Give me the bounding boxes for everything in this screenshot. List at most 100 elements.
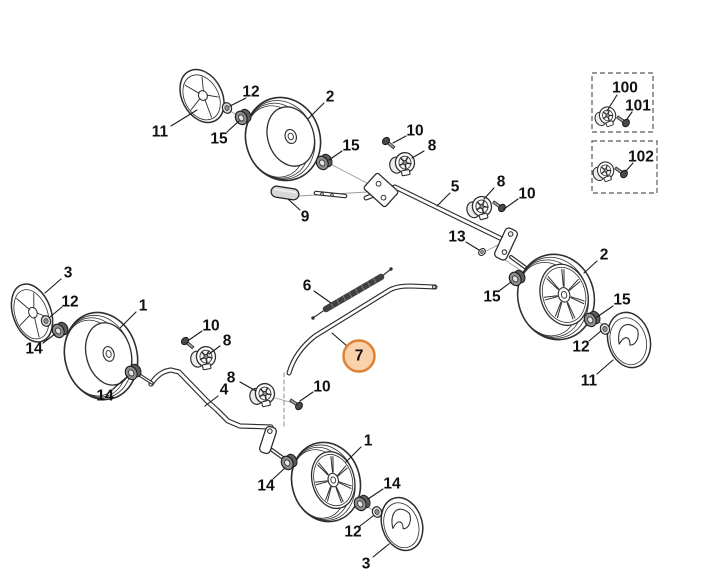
label-14-front-bottom-outer[interactable]: 14 [383,476,401,493]
bracket-slot [258,394,264,398]
cap-spoke [16,298,31,311]
label-15-rear-right-inner[interactable]: 15 [483,289,501,306]
leader-line [625,162,634,172]
label-14-front-left-outer[interactable]: 14 [25,341,43,358]
label-11-rear-right[interactable]: 11 [581,373,598,390]
label-7[interactable]: 7 [355,348,364,365]
spoke [326,486,332,502]
axle-4 [148,367,274,430]
label-12-rear-right[interactable]: 12 [572,339,589,356]
label-4[interactable]: 4 [220,382,229,399]
spoke [570,297,585,305]
label-15-front-left[interactable]: 15 [210,131,228,148]
label-15-rear-mid[interactable]: 15 [342,138,360,155]
nut-12-rear-right [599,323,611,335]
hubcap-3-front-left [10,283,54,343]
label-8-rear-mid[interactable]: 8 [428,138,437,155]
spring-coil-tick [330,302,334,309]
bracket-slot [605,164,608,169]
label-100[interactable]: 100 [612,80,638,97]
screw-thread [617,168,620,172]
label-6[interactable]: 6 [303,278,312,295]
cap-spoke [19,314,31,326]
bracket-foot [605,120,614,128]
label-8-rear-right[interactable]: 8 [497,174,506,191]
label-5[interactable]: 5 [451,179,460,196]
label-13[interactable]: 13 [448,229,466,246]
bracket-foot [261,399,271,408]
arm-body [494,227,518,261]
bushing-14-front-left-inner [124,363,142,381]
nut-bore [224,105,230,111]
label-14-front-left-inner[interactable]: 14 [96,388,114,405]
bushing-14-front-bottom-inner [280,453,298,471]
spoke [315,480,328,483]
cap-crescent [391,508,411,530]
cap-ring [13,289,50,340]
bracket-slot [600,166,605,170]
label-12-front-left-wheel[interactable]: 12 [61,294,78,311]
label-2-rear-right[interactable]: 2 [600,247,609,264]
arm-hole [507,231,514,237]
bracket-slot [607,116,610,122]
bracket-slot [265,387,269,392]
rod-hole [330,193,334,197]
screw-head [622,118,630,128]
label-15-rear-right-outer[interactable]: 15 [613,292,631,309]
label-1-front-left[interactable]: 1 [139,298,148,315]
bracket-slot [605,171,608,177]
bracket-slot [476,201,481,206]
label-11-front-left[interactable]: 11 [152,124,169,141]
spoke [338,482,352,489]
nut-bore [43,318,49,324]
spring-coil-tick [348,291,353,298]
screw-10-rear-right [492,200,506,213]
nut-bore [374,509,380,515]
leader-line [331,332,348,347]
bracket-bore [262,390,268,397]
label-14-front-bottom-inner[interactable]: 14 [257,478,275,495]
label-10-front-right[interactable]: 10 [313,379,330,396]
bracket-slot [406,162,412,165]
bushing-15-rear-mid [315,153,333,171]
label-12-front-left[interactable]: 12 [242,84,259,101]
rim-ring [541,266,587,323]
label-10-rear-mid[interactable]: 10 [406,123,423,140]
leader-line [436,192,451,207]
label-10-front-mid[interactable]: 10 [202,318,219,335]
spoke [554,301,562,317]
spoke [318,462,329,475]
label-101[interactable]: 101 [625,98,651,115]
right-arm-spindle [509,255,528,270]
bracket-foot [603,175,612,183]
label-3-front-left[interactable]: 3 [64,265,73,282]
hubcap-11-rear-right [606,311,652,369]
label-8-front-mid[interactable]: 8 [223,333,232,350]
label-1-front-bottom[interactable]: 1 [364,433,373,450]
screw-thread [620,118,623,122]
spoke [568,278,579,291]
cap-spoke [33,292,35,309]
cap-ring [182,74,221,121]
screw-thread [293,401,296,405]
label-3-front-bottom[interactable]: 3 [362,556,371,573]
bushing-15-rear-right-inner [508,269,526,287]
label-8-front-right[interactable]: 8 [227,370,236,387]
label-9[interactable]: 9 [301,209,310,226]
leader-line [188,330,203,341]
label-2-front-left[interactable]: 2 [326,89,335,106]
leader-line [503,198,519,210]
selected-part-highlight[interactable] [342,339,376,373]
hub-bore [105,350,112,358]
screw-head [498,203,506,213]
label-10-rear-right[interactable]: 10 [518,186,535,203]
leader-line [49,306,63,318]
label-12-front-bottom[interactable]: 12 [344,524,361,541]
bracket-slot [205,358,208,364]
bracket-slot [206,350,210,356]
screw-head [295,401,303,411]
spoke [566,302,574,320]
screw-thread [493,201,496,205]
label-102[interactable]: 102 [628,149,654,166]
